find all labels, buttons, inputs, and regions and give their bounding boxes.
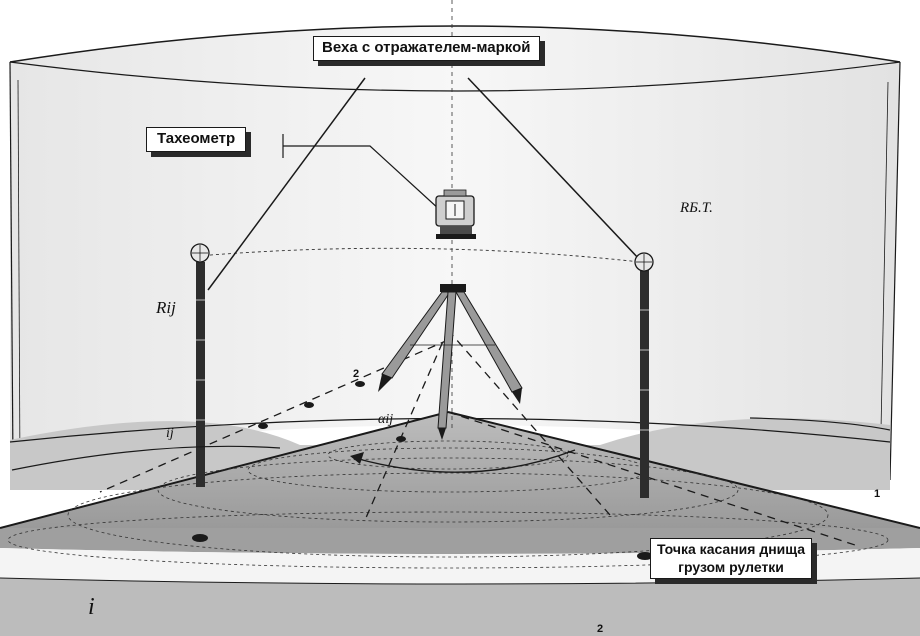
radius-ij-label: Rij [156,298,176,317]
rotation-arrowhead [350,452,364,464]
total-station-icon [435,189,476,239]
ij-label: ij [166,426,174,441]
tank-top-rim [9,25,901,63]
total-station-callout: Тахеометр [146,127,247,152]
floor-plane [0,412,920,528]
back-rim-left [11,445,281,471]
number-2-top: 2 [353,368,360,380]
left-reflector-pole [190,243,210,487]
back-rim-right [749,417,891,431]
tank-right-edge [889,61,901,481]
tank-right-edge-2 [879,81,889,481]
alpha-label: αij [378,412,394,427]
right-reflector-pole [634,252,654,498]
floor-bottom-band [0,578,920,636]
i-label: i [88,594,95,620]
rotation-arrow [354,449,576,473]
tank-left-edge-2 [17,79,21,471]
radius-bt-label: RБ.Т. [680,200,713,216]
number-2-bottom: 2 [597,623,604,635]
touch-point-line1: Точка касания днища [657,541,806,557]
floor-bottom-edge [0,577,920,585]
pole-reflector-callout: Веха с отражателем-маркой [313,36,540,61]
sight-line-right [467,77,641,261]
tripod [378,284,523,440]
reflector-connecting-line [197,247,641,263]
number-1: 1 [874,488,881,500]
touch-point-callout: Точка касания днища грузом рулетки [650,538,813,579]
sight-line-left [207,77,366,291]
touch-point-line2: грузом рулетки [678,558,784,575]
tank-left-edge [9,61,14,466]
total-station-leader [283,145,441,211]
tank-wall [10,26,900,455]
tank-top-rim-inner [9,61,901,92]
floor-right-line [447,411,920,529]
measurement-points [192,381,653,560]
